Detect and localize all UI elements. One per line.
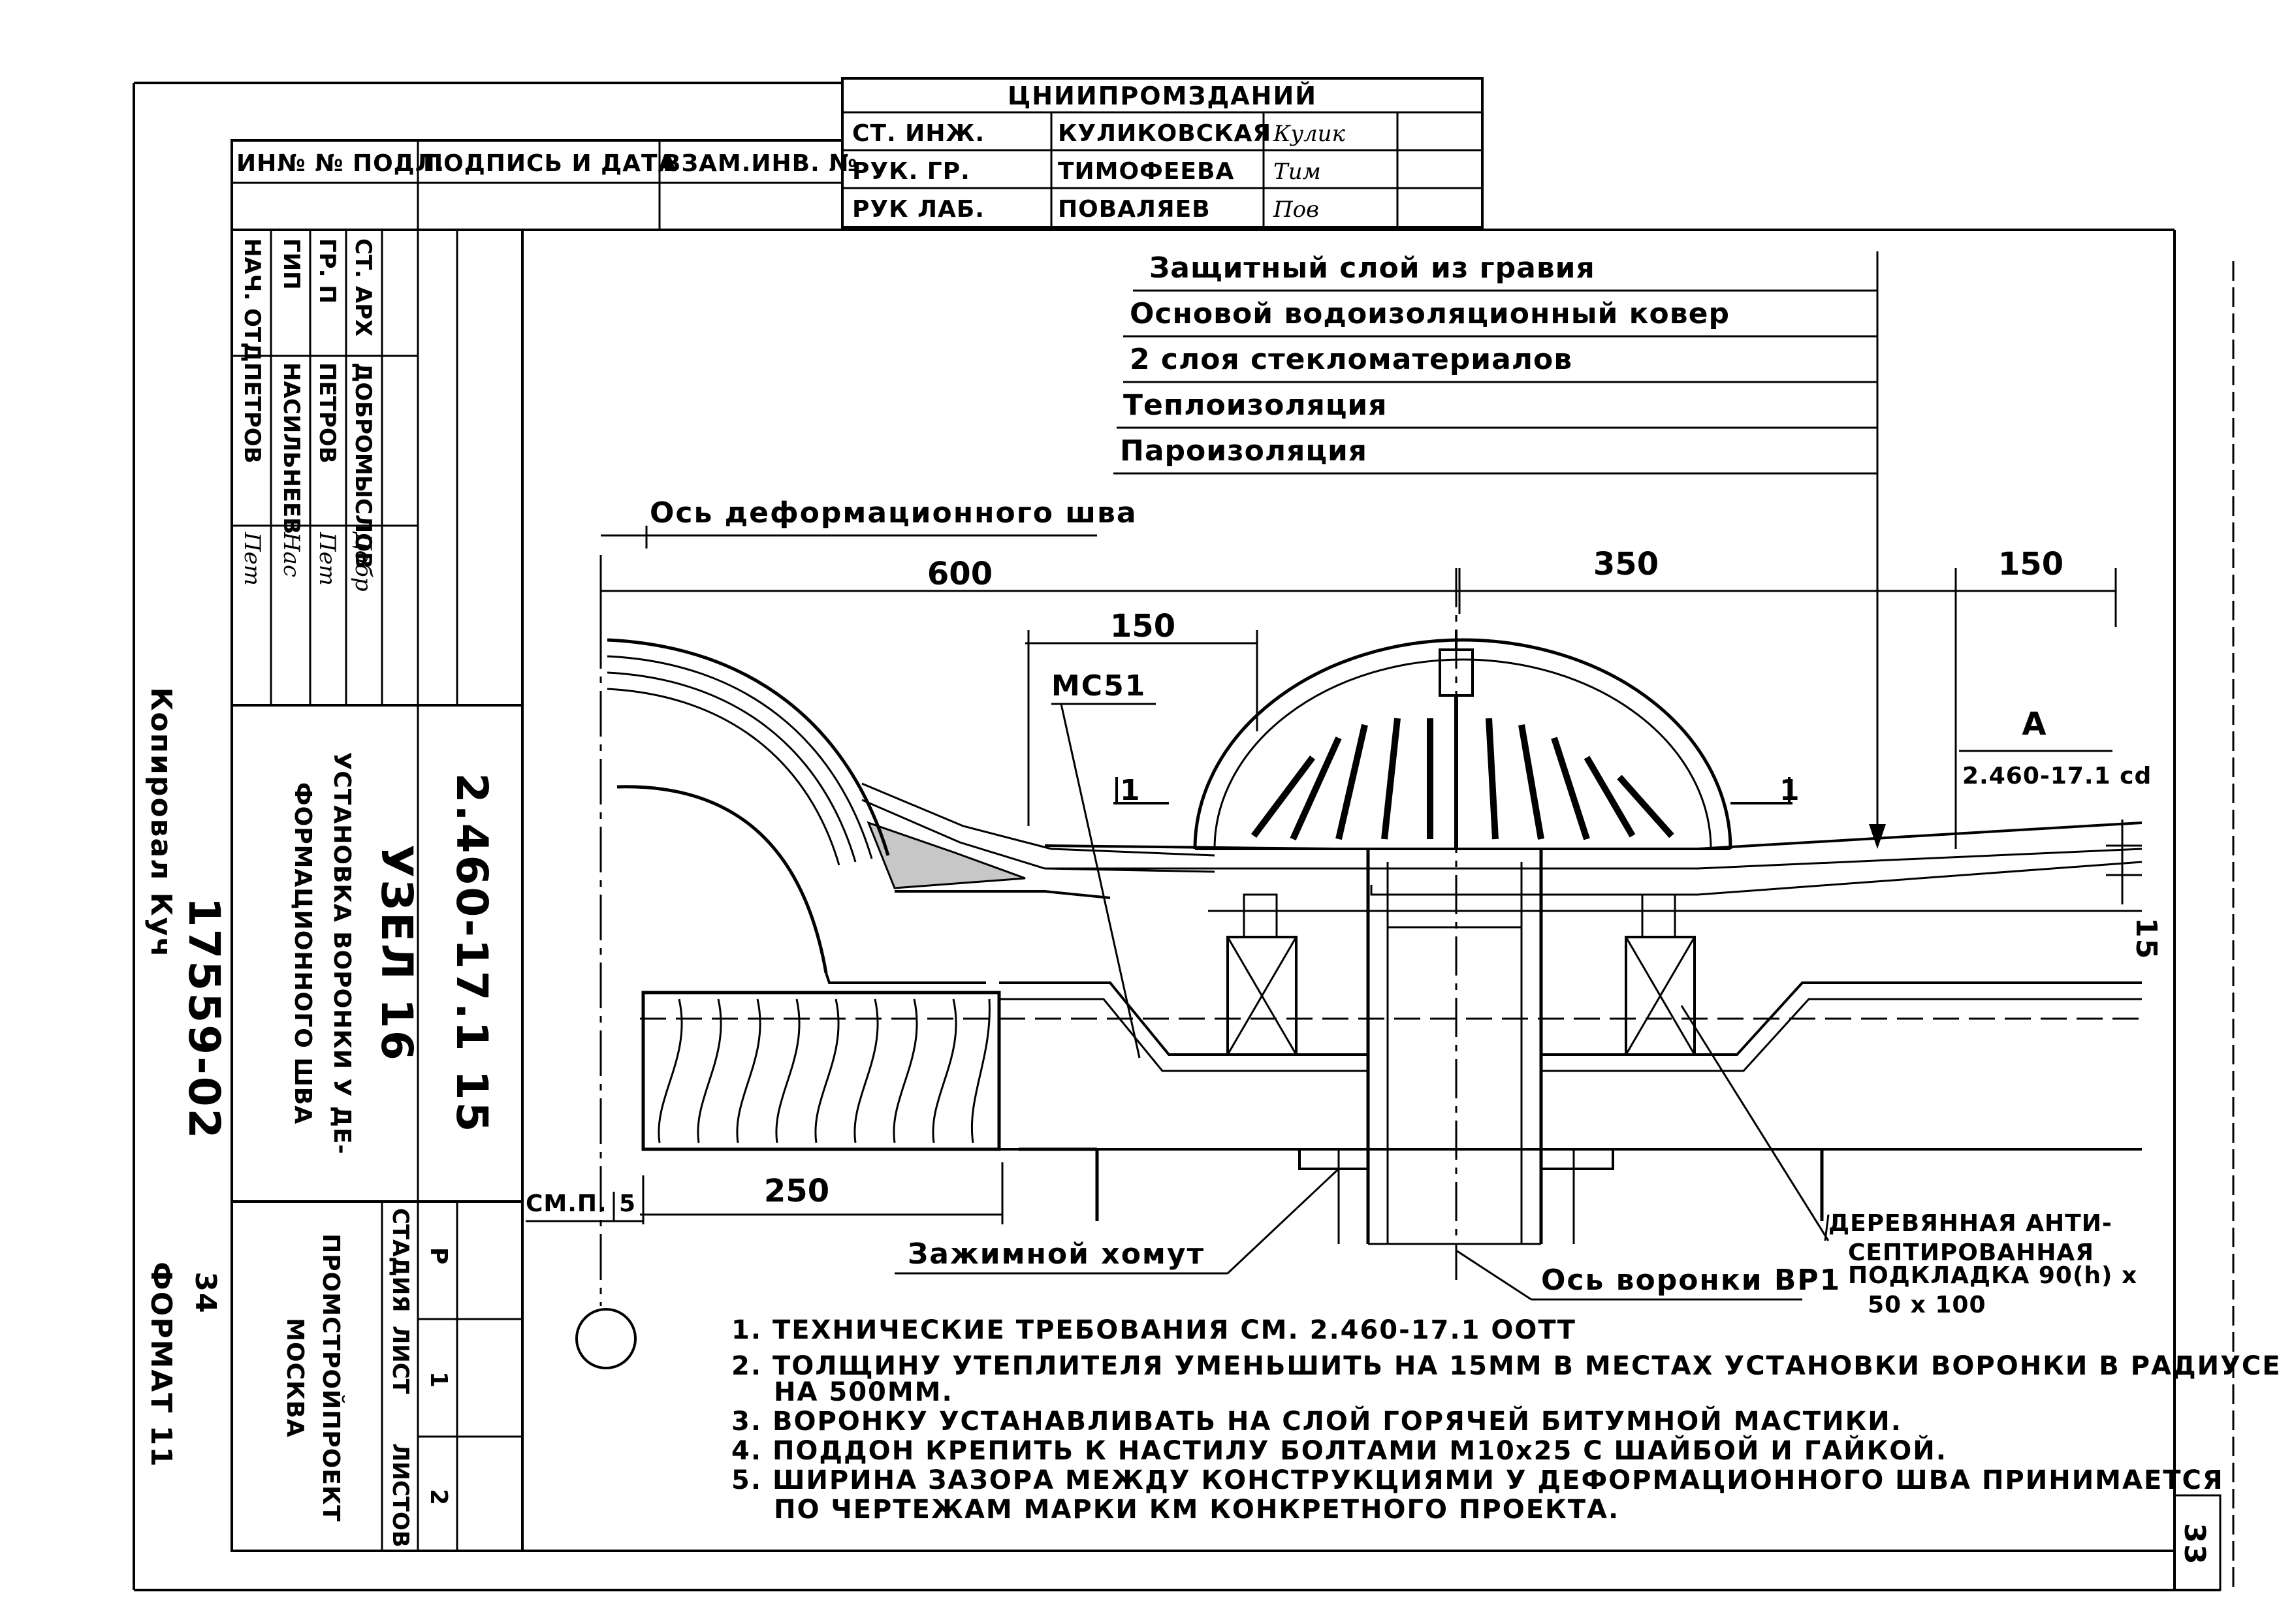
wooden-pad-right [1625, 893, 1696, 1056]
pad-label-2: СЕПТИРОВАННАЯ [1848, 1239, 2094, 1266]
design-org-city: МОСКВА [281, 1318, 308, 1438]
name-petrov-2: ПЕТРОВ [314, 362, 340, 464]
design-org: ПРОМСТРОЙПРОЕКТ [317, 1234, 345, 1522]
role-chief-engineer: ГИП [278, 238, 304, 290]
name-petrov-1: ПЕТРОВ [239, 362, 265, 464]
pad-label-1: ДЕРЕВЯННАЯ АНТИ- [1828, 1210, 2112, 1237]
inventory-header: ИН№ № ПОДЛ. ПОДПИСЬ И ДАТА ВЗАМ.ИНВ. № [231, 139, 858, 231]
sheets-label: ЛИСТОВ [387, 1443, 413, 1548]
left-signature-3: Пет [314, 532, 340, 586]
funnel-section: 1 1 А 2.460-17.1 cd [575, 555, 2152, 1369]
funnel-axis-label: Ось воронки ВР1 [1541, 1264, 1841, 1297]
dim-150-mid: 150 [1110, 608, 1175, 645]
node-title: УЗЕЛ 16 [372, 844, 422, 1062]
sheets-value: 2 [425, 1489, 452, 1506]
left-signature-4: Добр [350, 531, 376, 592]
insulation-hatch [658, 998, 991, 1143]
document-code: 2.460-17.1 15 [447, 773, 497, 1134]
see-note-label: СМ.П. [526, 1190, 607, 1217]
layer-gravel: Защитный слой из гравия [1149, 251, 1595, 285]
role-group-lead: РУК. ГР. [852, 158, 970, 185]
inv-no-header: ИН№ № ПОДЛ. [236, 150, 445, 177]
sheet-value: 1 [425, 1371, 452, 1388]
left-title-block: НАЧ. ОТД. ГИП ГР. П СТ. АРХ ПЕТРОВ НАСИЛ… [231, 229, 524, 1552]
stage-label: СТАДИЯ [387, 1208, 413, 1312]
dim-15: 15 [2129, 917, 2163, 960]
wooden-pad-left [1226, 893, 1298, 1056]
dim-350: 350 [1593, 546, 1659, 582]
sign-date-header: ПОДПИСЬ И ДАТА [423, 150, 677, 177]
name-povalyaev: ПОВАЛЯЕВ [1058, 196, 1211, 223]
note-2: 2. ТОЛЩИНУ УТЕПЛИТЕЛЯ УМЕНЬШИТЬ НА 15ММ … [731, 1351, 2282, 1381]
dim-600: 600 [927, 556, 993, 592]
sheet-label: ЛИСТ [387, 1326, 413, 1395]
dimension-lines: Ось деформационного шва 600 350 150 150 … [599, 496, 2163, 1224]
role-head-of-dept: НАЧ. ОТД. [239, 238, 265, 370]
layer-insulation: Теплоизоляция [1123, 389, 1388, 422]
layer-vapor-barrier: Пароизоляция [1120, 434, 1367, 468]
order-number: 17559-02 [179, 897, 229, 1141]
name-dobromyslov: ДОБРОМЫСЛОВ [350, 362, 376, 569]
role-lab-lead: РУК ЛАБ. [852, 196, 985, 223]
clamp-label: Зажимной хомут [908, 1237, 1205, 1271]
note-1: 1. ТЕХНИЧЕСКИЕ ТРЕБОВАНИЯ СМ. 2.460-17.1… [731, 1315, 1576, 1345]
callout-ref: 2.460-17.1 cd [1962, 763, 2152, 789]
format-label: ФОРМАТ 11 [144, 1262, 178, 1468]
dim-150-top: 150 [1998, 546, 2063, 582]
page-number: 33 [2178, 1523, 2211, 1565]
stage-value: Р [425, 1247, 452, 1265]
note-2-continued: НА 500ММ. [774, 1377, 953, 1407]
node-description-1: УСТАНОВКА ВОРОНКИ У ДЕ- [328, 752, 355, 1155]
axis-marker-circle [575, 1308, 637, 1369]
left-signature-1: Пет [239, 532, 265, 586]
name-nasilneev: НАСИЛЬНЕЕВ [278, 362, 304, 534]
margin-notes: Копировал Куч 17559-02 34 ФОРМАТ 11 33 [144, 687, 2222, 1591]
copied-by: Копировал Куч [144, 687, 178, 958]
name-kulikovskaya: КУЛИКОВСКАЯ [1058, 120, 1271, 147]
name-timofeeva: ТИМОФЕЕВА [1058, 158, 1234, 185]
note-3: 3. ВОРОНКУ УСТАНАВЛИВАТЬ НА СЛОЙ ГОРЯЧЕЙ… [731, 1405, 1902, 1437]
callout-letter: А [2022, 706, 2046, 742]
signature-2: Тим [1273, 159, 1321, 185]
note-5-continued: ПО ЧЕРТЕЖАМ МАРКИ КМ КОНКРЕТНОГО ПРОЕКТА… [774, 1495, 1619, 1525]
role-senior-engineer: СТ. ИНЖ. [852, 120, 985, 147]
role-group-lead-arch: ГР. П [314, 238, 340, 304]
note-4: 4. ПОДДОН КРЕПИТЬ К НАСТИЛУ БОЛТАМИ М10x… [731, 1435, 1947, 1466]
layer-legend: Защитный слой из гравия Основой водоизол… [1113, 251, 1886, 849]
cut-mark-left: 1 [1120, 774, 1141, 807]
role-senior-architect: СТ. АРХ [350, 238, 376, 336]
layer-main-membrane: Основой водоизоляционный ковер [1130, 297, 1730, 330]
org-title: ЦНИИПРОМЗДАНИЙ [1008, 82, 1317, 110]
joint-axis-label: Ось деформационного шва [650, 496, 1138, 530]
dim-250: 250 [764, 1173, 829, 1209]
signature-3: Пов [1273, 197, 1319, 223]
pad-label-3: ПОДКЛАДКА 90(h) x [1848, 1262, 2137, 1289]
see-note-number: 5 [619, 1190, 636, 1217]
replace-inv-header: ВЗАМ.ИНВ. № [663, 150, 858, 177]
signature-1: Кулик [1273, 121, 1346, 147]
leaders: МС51 Зажимной хомут Ось воронки ВР1 ДЕРЕ… [526, 669, 2137, 1318]
top-title-block: ЦНИИПРОМЗДАНИЙ СТ. ИНЖ. РУК. ГР. РУК ЛАБ… [841, 77, 1484, 229]
mc51-label: МС51 [1051, 669, 1146, 703]
dome-ribs [1251, 718, 1674, 841]
notes-block: 1. ТЕХНИЧЕСКИЕ ТРЕБОВАНИЯ СМ. 2.460-17.1… [731, 1315, 2282, 1525]
pad-label-4: 50 x 100 [1868, 1292, 1986, 1318]
page-small: 34 [189, 1271, 222, 1314]
left-signature-2: Нас [278, 532, 304, 577]
layer-glass-material: 2 слоя стекломатериалов [1130, 343, 1572, 376]
node-description-2: ФОРМАЦИОННОГО ШВА [289, 782, 316, 1124]
note-5: 5. ШИРИНА ЗАЗОРА МЕЖДУ КОНСТРУКЦИЯМИ У Д… [731, 1465, 2224, 1495]
